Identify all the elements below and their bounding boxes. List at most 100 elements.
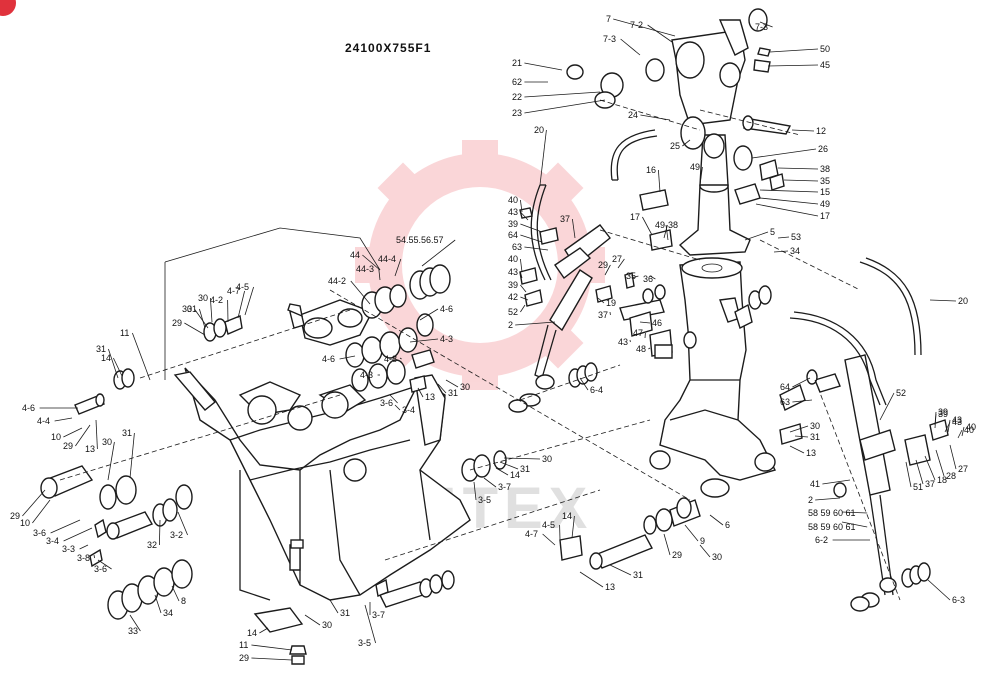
leader-line: [961, 426, 965, 437]
leader-line: [665, 224, 669, 241]
leader-line: [539, 129, 547, 186]
leader-line: [815, 497, 841, 501]
part-label: 3-6: [380, 398, 393, 408]
leader-line: [524, 99, 606, 114]
part-label: 31: [633, 570, 643, 580]
leader-line: [783, 179, 819, 182]
swing-post: [566, 8, 792, 256]
part-label: 4-2: [210, 295, 223, 305]
leader-line: [520, 271, 523, 279]
part-label: 3-4: [402, 405, 415, 415]
leader-line: [524, 246, 549, 251]
leader-line: [251, 644, 293, 651]
leader-line: [63, 527, 93, 542]
leader-line: [93, 554, 95, 559]
part-label: 30: [198, 293, 208, 303]
leader-line: [777, 167, 819, 170]
part-label: 29: [672, 550, 682, 560]
part-label: 40: [966, 422, 976, 432]
leader-line: [199, 308, 206, 329]
part-label: 28: [946, 471, 956, 481]
leader-line: [789, 425, 809, 433]
part-label: 16: [646, 165, 656, 175]
leader-line: [503, 457, 541, 460]
part-label: 48: [636, 344, 646, 354]
part-label: 39: [508, 280, 518, 290]
leader-line: [184, 322, 206, 336]
part-label: 4-7: [525, 529, 538, 539]
leader-line: [579, 571, 604, 588]
leader-line: [822, 479, 851, 485]
leader-line: [613, 18, 676, 37]
part-label: 10: [20, 518, 30, 528]
part-label: 14: [101, 353, 111, 363]
part-label: 4-3: [440, 334, 453, 344]
leader-line: [709, 514, 724, 526]
part-label: 8: [181, 596, 186, 606]
part-label: 36: [643, 274, 653, 284]
leader-line: [394, 258, 402, 277]
leader-line: [759, 189, 819, 193]
leader-line: [905, 461, 912, 488]
part-label: 6: [725, 520, 730, 530]
part-label: 7-3: [603, 34, 616, 44]
part-label: 18: [937, 475, 947, 485]
part-label: 4-4: [37, 416, 50, 426]
leader-line: [108, 348, 119, 379]
lower-pins: [559, 497, 701, 570]
leader-line: [22, 489, 46, 517]
leader-line: [929, 299, 957, 302]
leader-line: [515, 321, 556, 326]
part-label: 3-2: [170, 530, 183, 540]
leader-line: [244, 286, 254, 316]
leader-line: [362, 254, 381, 271]
leader-line: [841, 511, 868, 514]
leader-line: [95, 419, 98, 450]
part-label: 43: [952, 417, 962, 427]
part-label: 5: [770, 227, 775, 237]
part-label: 7-3: [755, 22, 768, 32]
leader-line: [927, 579, 951, 601]
part-label: 3-6: [94, 564, 107, 574]
boom-cylinder: [508, 224, 611, 413]
leader-line: [495, 467, 509, 476]
part-label: 2: [808, 495, 813, 505]
part-label: 49: [655, 220, 665, 230]
leader-line: [648, 347, 651, 350]
part-label: 37: [598, 310, 608, 320]
leader-line: [769, 48, 819, 53]
leader-line: [159, 519, 161, 546]
part-label: 33: [128, 626, 138, 636]
part-label: 11: [239, 640, 248, 650]
part-label: 44-4: [378, 254, 396, 264]
leader-line: [524, 62, 563, 71]
leader-line: [642, 216, 653, 236]
part-label: 29: [172, 318, 182, 328]
leader-line: [767, 64, 819, 67]
leader-line: [483, 477, 497, 488]
leader-line: [399, 357, 402, 360]
leader-line: [417, 387, 424, 398]
part-label: 14: [562, 511, 572, 521]
part-label: 13: [425, 392, 435, 402]
part-label: 63: [780, 397, 790, 407]
leader-line: [934, 411, 937, 426]
leader-line: [759, 21, 773, 28]
part-label: 24: [628, 110, 638, 120]
hydraulic-hoses: [530, 129, 922, 406]
part-label: 10: [51, 432, 61, 442]
part-label: 25: [670, 141, 680, 151]
leader-line: [915, 459, 924, 485]
part-label: 31: [520, 464, 530, 474]
leader-line: [394, 404, 401, 411]
part-label: 4-6: [322, 354, 335, 364]
part-label: 51: [913, 482, 923, 492]
leader-line: [259, 627, 269, 634]
leader-line: [640, 114, 671, 121]
part-label: 34: [163, 608, 173, 618]
leader-line: [947, 419, 951, 433]
part-label: 14: [247, 628, 257, 638]
leader-line: [237, 290, 245, 319]
leader-lines: [22, 18, 965, 661]
